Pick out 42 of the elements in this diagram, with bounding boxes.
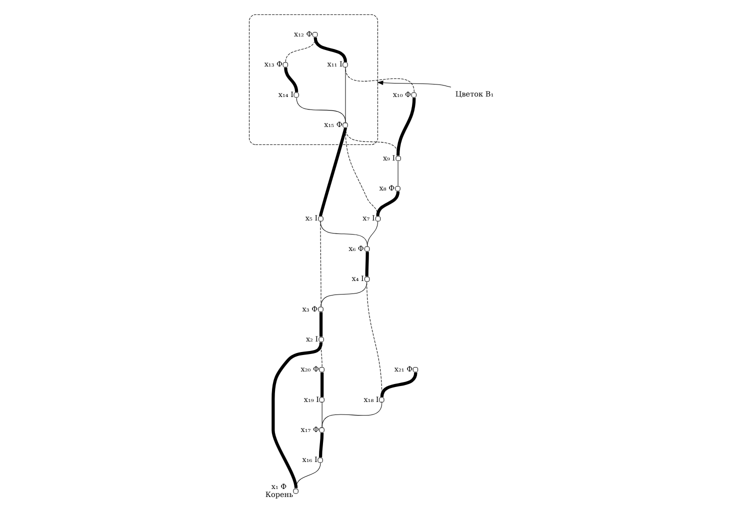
node-circle [294, 92, 299, 98]
connector [318, 432, 324, 458]
connector [396, 98, 416, 156]
node-circle [342, 62, 348, 68]
connector [319, 312, 323, 337]
connector [320, 221, 368, 246]
arrow [376, 80, 452, 88]
node-circle [395, 186, 400, 192]
node-circle [318, 216, 324, 222]
node-circle [364, 246, 370, 252]
node-circle [319, 367, 324, 372]
node-circle [293, 488, 298, 494]
connector [345, 67, 346, 123]
cluster [248, 14, 378, 145]
connector [314, 37, 348, 62]
node-circle [318, 458, 323, 463]
node-circle [319, 397, 324, 402]
connector [272, 342, 323, 488]
connector [322, 402, 382, 428]
connector [296, 98, 346, 123]
node-circle [375, 216, 381, 222]
node-circle [364, 276, 370, 282]
node-circle [318, 336, 324, 342]
connector [285, 37, 316, 62]
connector [319, 128, 348, 216]
connector [365, 252, 369, 276]
node-circle [342, 122, 348, 128]
node-circle [312, 32, 318, 38]
connector [380, 372, 418, 398]
connector [345, 67, 414, 92]
node-circle [412, 367, 418, 372]
connector [320, 342, 322, 368]
node-circle [396, 156, 401, 162]
connector [284, 68, 298, 92]
connector [367, 221, 378, 246]
node-circle [379, 397, 384, 402]
node-circle [282, 62, 288, 68]
node-circle [319, 427, 324, 433]
node-circle [318, 306, 324, 312]
connector [376, 191, 400, 216]
connector [320, 372, 324, 397]
node-circle [411, 92, 416, 98]
